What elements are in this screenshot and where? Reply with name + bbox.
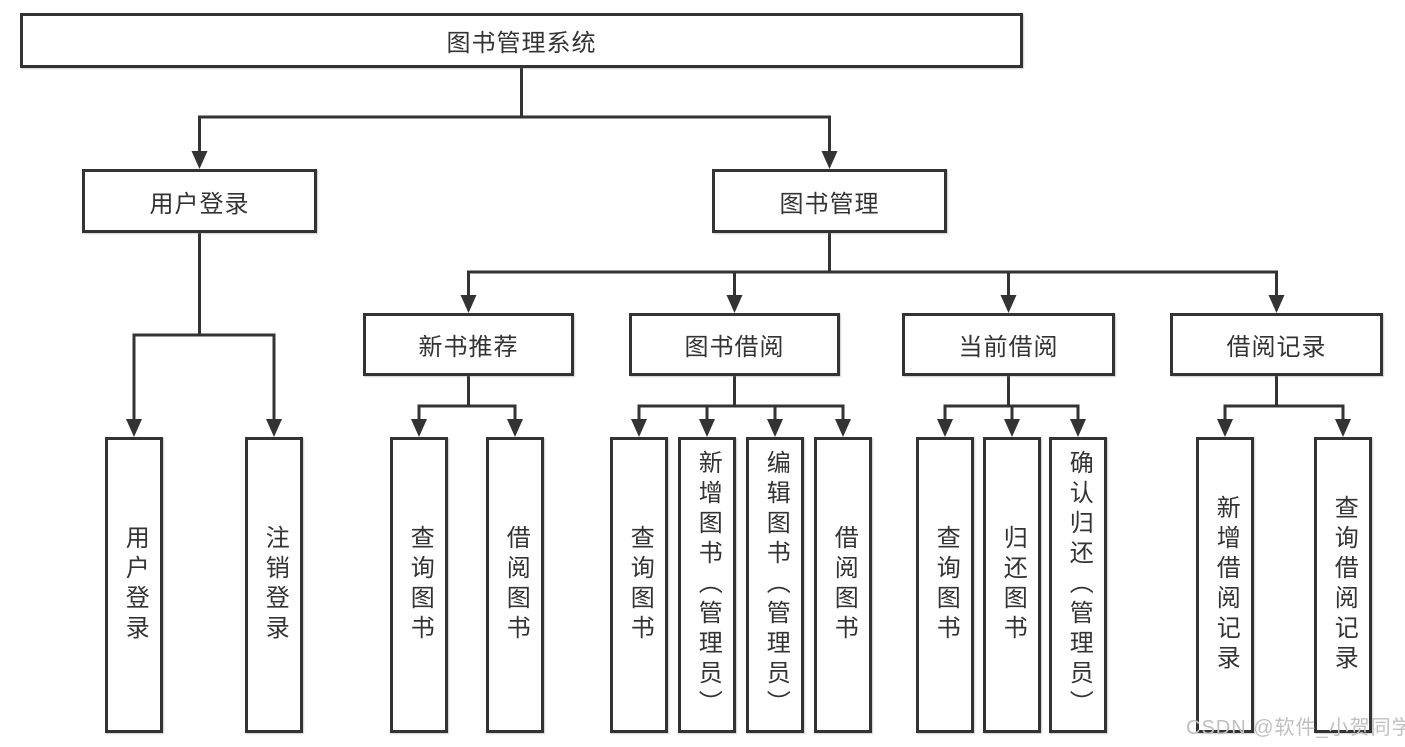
leaf-query-book-current: 查询图书	[916, 437, 974, 733]
leaf-confirm-return-admin: 确认归还（管理员）	[1049, 437, 1107, 733]
leaf-logout-label: 注销登录	[261, 525, 289, 645]
leaf-borrow-book: 借阅图书	[814, 437, 872, 733]
leaf-add-borrow-record: 新增借阅记录	[1196, 437, 1254, 733]
leaf-query-book-borrow-label: 查询图书	[626, 525, 654, 645]
node-borrow-records-label: 借阅记录	[1226, 334, 1327, 361]
node-root: 图书管理系统	[20, 13, 1023, 68]
branch-borrow-records	[1217, 376, 1351, 437]
leaf-edit-book-admin: 编辑图书（管理员）	[746, 437, 804, 733]
node-book-borrow: 图书借阅	[629, 313, 840, 376]
leaf-confirm-return-admin-label: 确认归还（管理员）	[1065, 450, 1093, 720]
leaf-query-book-current-label: 查询图书	[932, 525, 960, 645]
leaf-add-borrow-record-label: 新增借阅记录	[1212, 495, 1240, 675]
branch-book-management	[460, 233, 1285, 313]
node-user-login: 用户登录	[82, 169, 317, 233]
csdn-watermark: CSDN @软件_小贺同学	[1186, 717, 1405, 739]
branch-new-book-recommend	[411, 376, 523, 437]
leaf-borrow-book-recommend-label: 借阅图书	[502, 525, 530, 645]
leaf-query-book-borrow: 查询图书	[610, 437, 668, 733]
branch-user-login	[126, 233, 282, 437]
leaf-edit-book-admin-label: 编辑图书（管理员）	[762, 450, 790, 720]
node-current-borrow-label: 当前借阅	[958, 334, 1059, 361]
leaf-logout: 注销登录	[245, 437, 303, 733]
node-root-label: 图书管理系统	[446, 30, 597, 57]
leaf-query-borrow-record-label: 查询借阅记录	[1330, 495, 1358, 675]
node-current-borrow: 当前借阅	[902, 313, 1115, 376]
leaf-return-book: 归还图书	[983, 437, 1041, 733]
branch-current-borrow	[937, 376, 1086, 437]
leaf-borrow-book-recommend: 借阅图书	[486, 437, 544, 733]
leaf-user-login-label: 用户登录	[121, 525, 149, 645]
leaf-query-borrow-record: 查询借阅记录	[1314, 437, 1372, 733]
leaf-borrow-book-label: 借阅图书	[830, 525, 858, 645]
leaf-add-book-admin-label: 新增图书（管理员）	[694, 450, 722, 720]
branch-root-to-level2	[191, 68, 838, 169]
node-new-book-recommend: 新书推荐	[363, 313, 574, 376]
leaf-query-book-recommend-label: 查询图书	[406, 525, 434, 645]
node-borrow-records: 借阅记录	[1170, 313, 1383, 376]
node-user-login-label: 用户登录	[149, 190, 250, 218]
leaf-add-book-admin: 新增图书（管理员）	[678, 437, 736, 733]
node-book-management-label: 图书管理	[779, 190, 880, 218]
node-book-borrow-label: 图书借阅	[684, 334, 785, 361]
leaf-query-book-recommend: 查询图书	[390, 437, 448, 733]
leaf-return-book-label: 归还图书	[999, 525, 1027, 645]
node-book-management: 图书管理	[712, 169, 947, 233]
leaf-user-login: 用户登录	[105, 437, 163, 733]
node-new-book-recommend-label: 新书推荐	[418, 334, 519, 361]
branch-book-borrow	[631, 376, 851, 437]
